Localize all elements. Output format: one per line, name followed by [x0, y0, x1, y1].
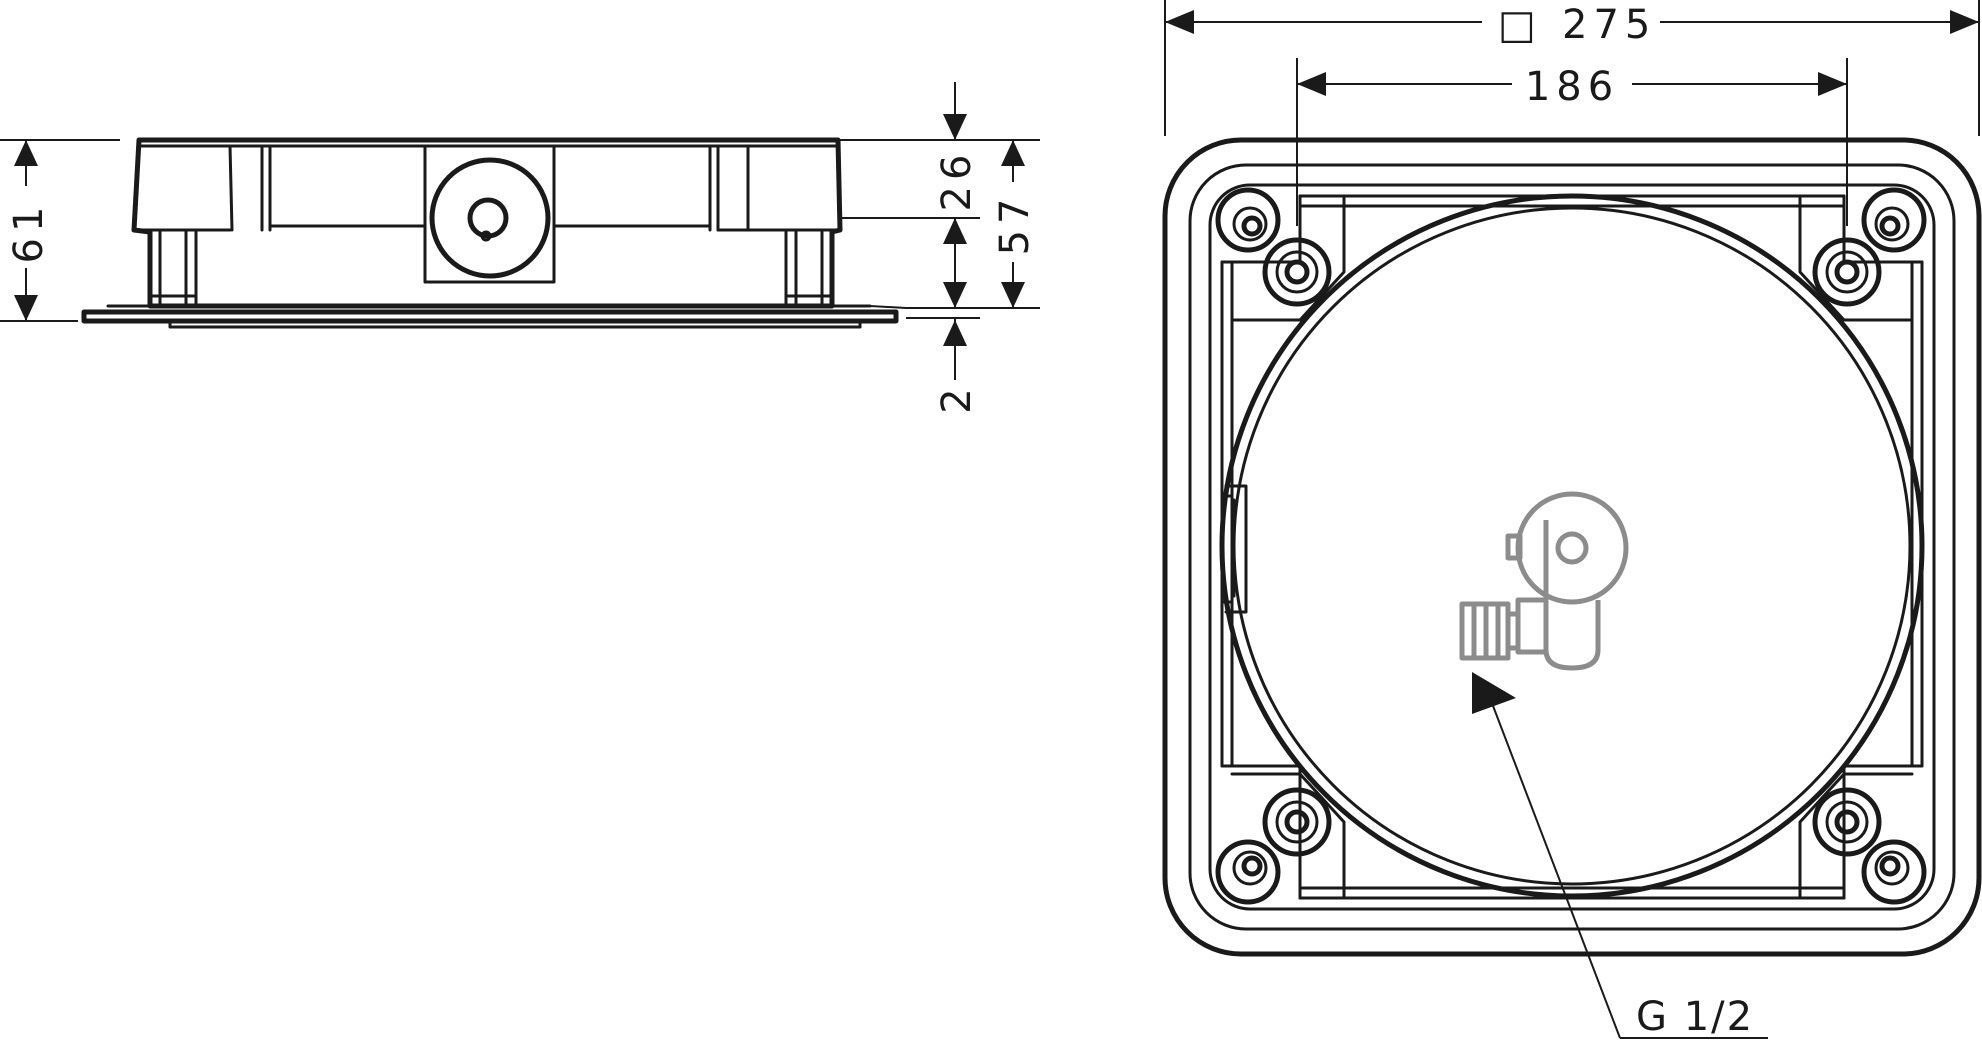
- mounting-hole-inner-tr: [1812, 237, 1882, 307]
- dim-flange: 2: [934, 382, 980, 413]
- mounting-hole-inner-tl: [1262, 237, 1332, 307]
- side-view: [81, 137, 907, 329]
- top-view-drain-opening: [1219, 193, 1925, 899]
- top-view-outer-frame: [1162, 137, 1982, 957]
- side-view-outlet-port: [429, 157, 551, 279]
- mounting-hole-outer-br: [1861, 839, 1927, 905]
- mounting-hole-outer-bl: [1215, 839, 1281, 905]
- side-view-base-flange: [81, 309, 899, 324]
- mounting-hole-inner-br: [1812, 787, 1882, 857]
- top-view: G 1/2: [1162, 137, 1982, 1040]
- dim-upper-part: 26: [934, 149, 980, 212]
- mounting-hole-outer-tl: [1215, 187, 1281, 253]
- mounting-hole-inner-bl: [1262, 787, 1332, 857]
- mounting-hole-outer-tr: [1861, 187, 1927, 253]
- connection-label: G 1/2: [1636, 994, 1754, 1040]
- side-view-dimensions: 61 26 57 2: [0, 82, 1040, 414]
- dim-outer-square-symbol: □: [1498, 2, 1542, 48]
- dim-lower-part: 57: [992, 193, 1038, 256]
- top-view-dimensions: □ 275 186: [1164, 0, 1980, 226]
- dim-hole-spacing: 186: [1525, 64, 1619, 110]
- dim-overall-height: 61: [6, 201, 52, 264]
- g-half-inch-connector: [1459, 491, 1629, 671]
- dim-outer-size: 275: [1562, 2, 1656, 48]
